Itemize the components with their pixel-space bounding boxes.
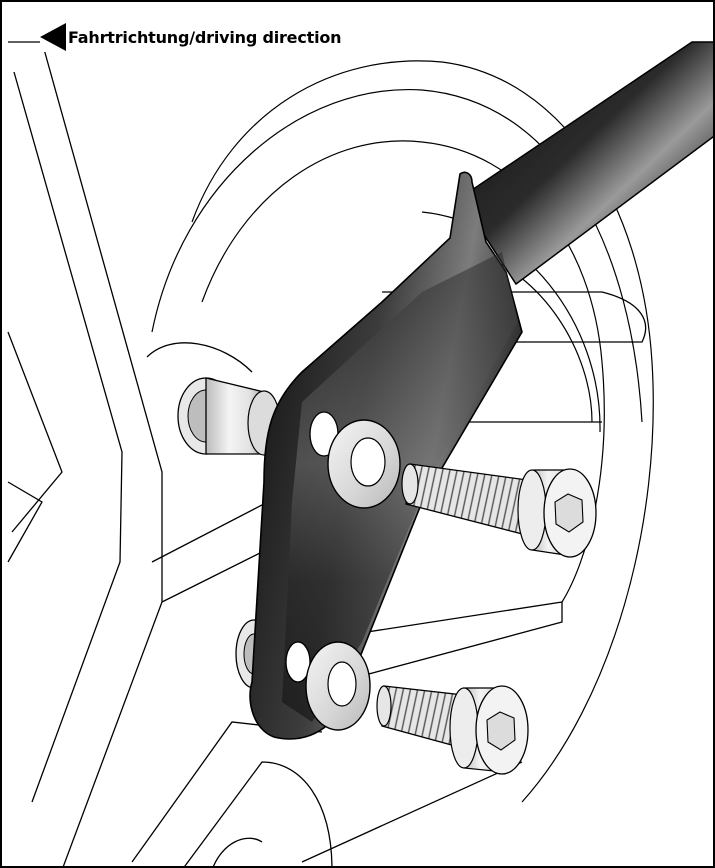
driving-direction-indicator: Fahrtrichtung/driving direction [40, 22, 350, 52]
spacer-top [177, 377, 281, 456]
socket-screw-bottom [376, 685, 529, 775]
bolt-hole-bottom [285, 641, 311, 683]
driving-direction-label: Fahrtrichtung/driving direction [68, 27, 342, 47]
support-tube [458, 41, 713, 286]
washer-bottom [305, 641, 371, 731]
socket-screw-top [401, 463, 597, 558]
arrow-left-icon [40, 23, 66, 51]
washer-top [327, 419, 401, 509]
